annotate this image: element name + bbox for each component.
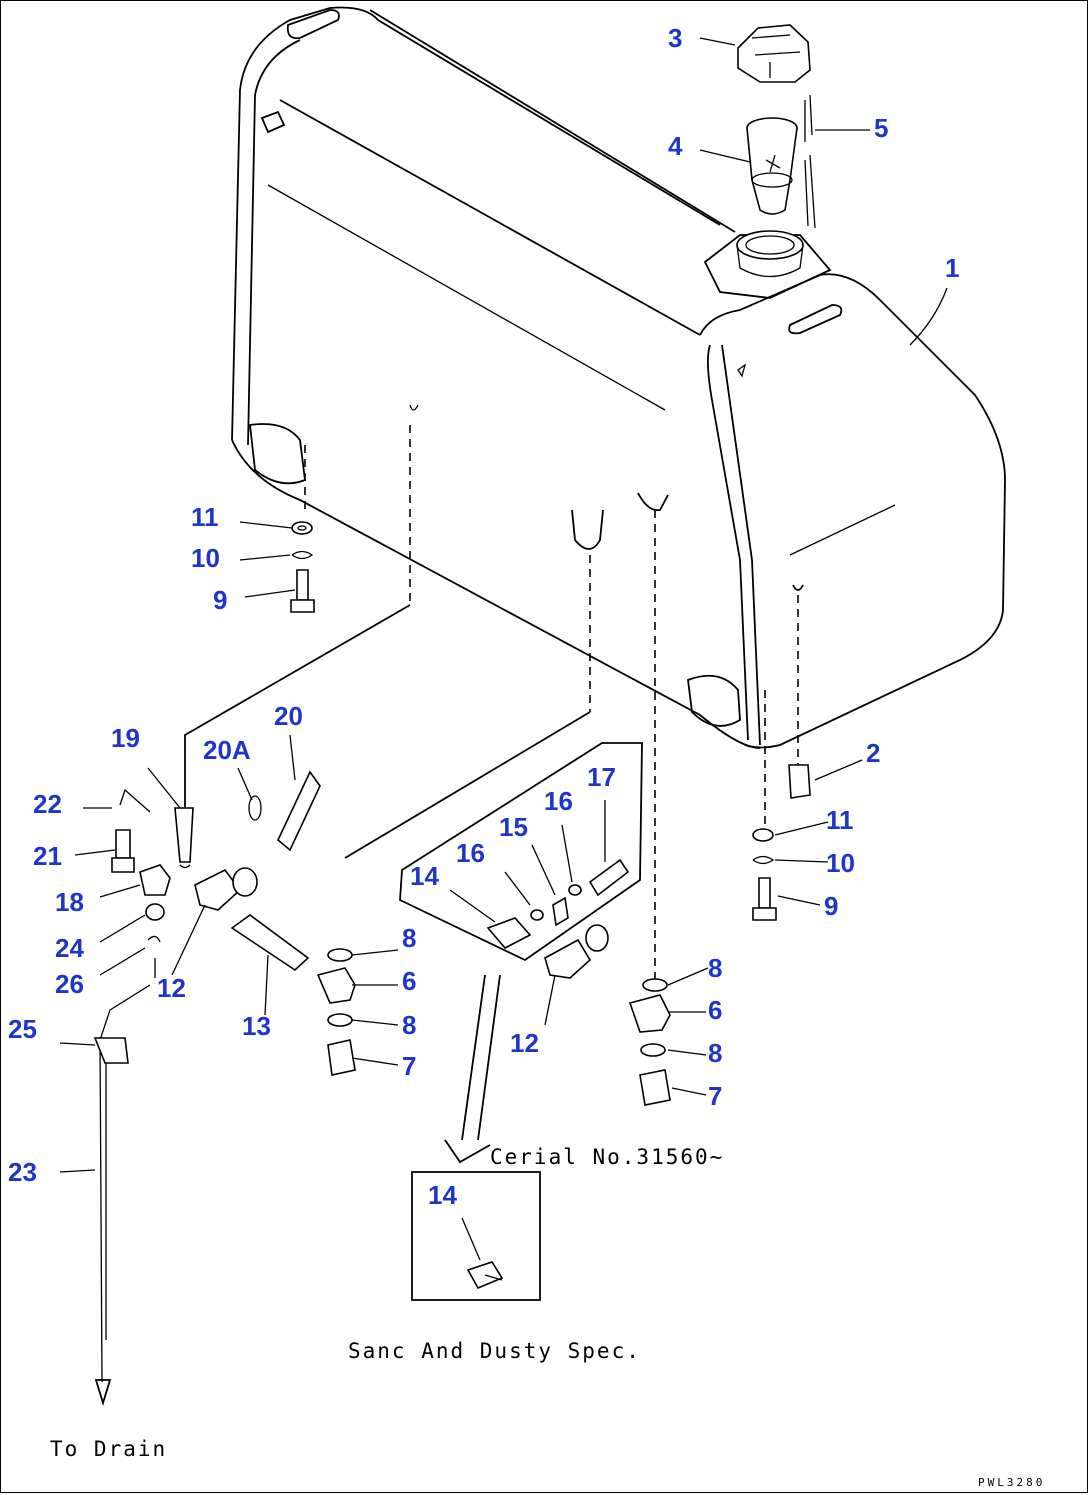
callout-9-right: 9 [824, 891, 838, 921]
left-drain-assembly [93, 770, 356, 1407]
gasket-strip [804, 94, 816, 229]
callout-6-left: 6 [402, 966, 416, 996]
callout-7-left: 7 [402, 1051, 416, 1081]
callout-17: 17 [587, 762, 616, 792]
callout-19: 19 [111, 723, 140, 753]
filler-cap [737, 24, 811, 83]
strainer [746, 117, 798, 215]
callout-6-right: 6 [708, 995, 722, 1025]
spec-note: Sanc And Dusty Spec. [348, 1339, 641, 1363]
callout-2: 2 [866, 738, 880, 768]
callout-16-a: 16 [456, 838, 485, 868]
callout-21: 21 [33, 841, 62, 871]
callout-16-b: 16 [544, 786, 573, 816]
serial-note: Cerial No.31560~ [490, 1145, 724, 1169]
callout-18: 18 [55, 887, 84, 917]
sand-dusty-spec-box [411, 1171, 541, 1301]
callout-7-right: 7 [708, 1081, 722, 1111]
callout-20a: 20A [203, 735, 251, 765]
callout-14-spec: 14 [428, 1180, 457, 1210]
callout-10-left: 10 [191, 543, 220, 573]
callout-10-right: 10 [826, 848, 855, 878]
fuel-tank [231, 6, 1006, 749]
callout-8-left-top: 8 [402, 923, 416, 953]
right-bolt-stack [752, 764, 811, 921]
callout-20: 20 [274, 701, 303, 731]
callout-1: 1 [945, 253, 959, 283]
callout-23: 23 [8, 1157, 37, 1187]
leader-lines [59, 37, 948, 1261]
callout-12-left: 12 [157, 973, 186, 1003]
callout-22: 22 [33, 789, 62, 819]
callout-24: 24 [55, 933, 84, 963]
notes: Cerial No.31560~ Sanc And Dusty Spec. To… [50, 1145, 1045, 1489]
callout-13: 13 [242, 1011, 271, 1041]
callout-15: 15 [499, 812, 528, 842]
callout-14-inset: 14 [410, 861, 439, 891]
left-bolt-stack [290, 521, 315, 613]
drain-valve-inset [399, 742, 643, 1164]
callout-12-right: 12 [510, 1028, 539, 1058]
callout-labels: 1 2 3 4 5 11 10 9 11 10 9 20 19 20A 22 2… [8, 23, 959, 1210]
callout-8-right-top: 8 [708, 953, 722, 983]
callout-9-left: 9 [213, 585, 227, 615]
callout-11-right: 11 [826, 805, 854, 835]
callout-4: 4 [668, 131, 683, 161]
right-drain-assembly [544, 924, 671, 1106]
callout-5: 5 [874, 113, 888, 143]
callout-25: 25 [8, 1014, 37, 1044]
callout-3: 3 [668, 23, 682, 53]
callout-11-left: 11 [191, 502, 219, 532]
drawing-code: PWL3280 [978, 1476, 1045, 1489]
callout-8-left-bottom: 8 [402, 1010, 416, 1040]
callout-8-right-bottom: 8 [708, 1038, 722, 1068]
callout-26: 26 [55, 969, 84, 999]
drain-note: To Drain [50, 1437, 167, 1461]
